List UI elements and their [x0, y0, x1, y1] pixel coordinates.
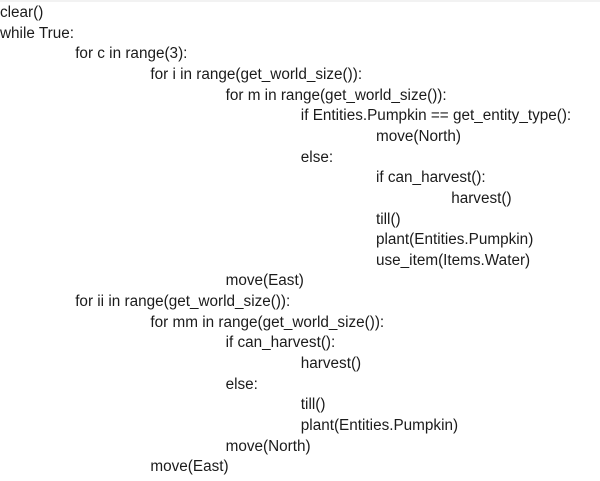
code-line: for c in range(3):	[75, 45, 188, 63]
code-line: use_item(Items.Water)	[376, 251, 531, 269]
code-line: harvest()	[300, 355, 362, 373]
code-line: if Entities.Pumpkin == get_entity_type()…	[300, 107, 572, 125]
code-line: move(North)	[376, 127, 461, 145]
code-line: plant(Entities.Pumpkin)	[376, 231, 534, 249]
code-line: harvest()	[451, 189, 512, 207]
top-border	[0, 0, 600, 2]
code-line: till()	[376, 210, 401, 228]
code-line: else:	[225, 375, 258, 393]
code-line: clear()	[0, 4, 44, 21]
code-line: for i in range(get_world_size()):	[150, 65, 363, 83]
code-line: if can_harvest():	[225, 334, 336, 352]
code-line: move(North)	[225, 437, 311, 455]
code-line: if can_harvest():	[376, 169, 486, 187]
code-line: move(East)	[150, 458, 229, 476]
code-line: for m in range(get_world_size()):	[225, 86, 447, 104]
code-line: till()	[300, 396, 326, 414]
code-line: else:	[300, 148, 334, 166]
code-line: for mm in range(get_world_size()):	[150, 313, 385, 331]
code-line: move(East)	[225, 272, 304, 290]
code-line: while True:	[0, 24, 74, 42]
code-line: plant(Entities.Pumpkin)	[300, 417, 459, 434]
code-line: for ii in range(get_world_size()):	[75, 293, 291, 311]
